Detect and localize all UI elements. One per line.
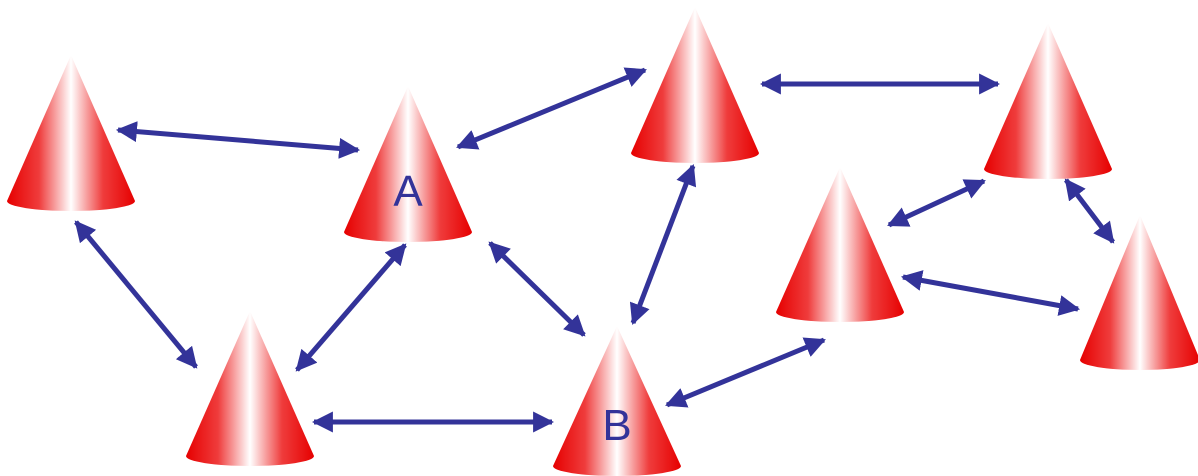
edge-b-n4 [665,337,826,408]
nodes: AB [7,7,1198,476]
edge-n4-n6 [900,270,1081,316]
cone-shape [1080,215,1198,370]
edge-n3-n6 [1064,178,1115,244]
cone-node-n5 [186,311,314,466]
connections [74,67,1115,433]
cone-shape [984,23,1112,179]
edge-a-b [488,241,586,337]
node-label-b: B [602,401,631,450]
edge-n1-n5 [74,220,198,369]
cone-node-n1 [7,55,135,211]
cone-shape [631,7,759,163]
node-label-a: A [393,167,423,216]
edge-a-n2 [456,67,647,150]
edge-n2-b [629,164,697,325]
edge-n1-a [115,121,361,159]
cone-shape [553,326,681,476]
cone-node-b: B [553,326,681,476]
cone-node-n6 [1080,215,1198,370]
cone-shape [7,55,135,211]
cone-node-n4 [776,167,904,322]
cone-shape [186,311,314,466]
cone-node-n3 [984,23,1112,179]
cone-node-n2 [631,7,759,163]
cone-shape [344,86,472,242]
cone-shape [776,167,904,322]
edge-n4-n3 [887,178,986,228]
cone-node-a: A [344,86,472,242]
edge-a-n5 [295,243,407,372]
